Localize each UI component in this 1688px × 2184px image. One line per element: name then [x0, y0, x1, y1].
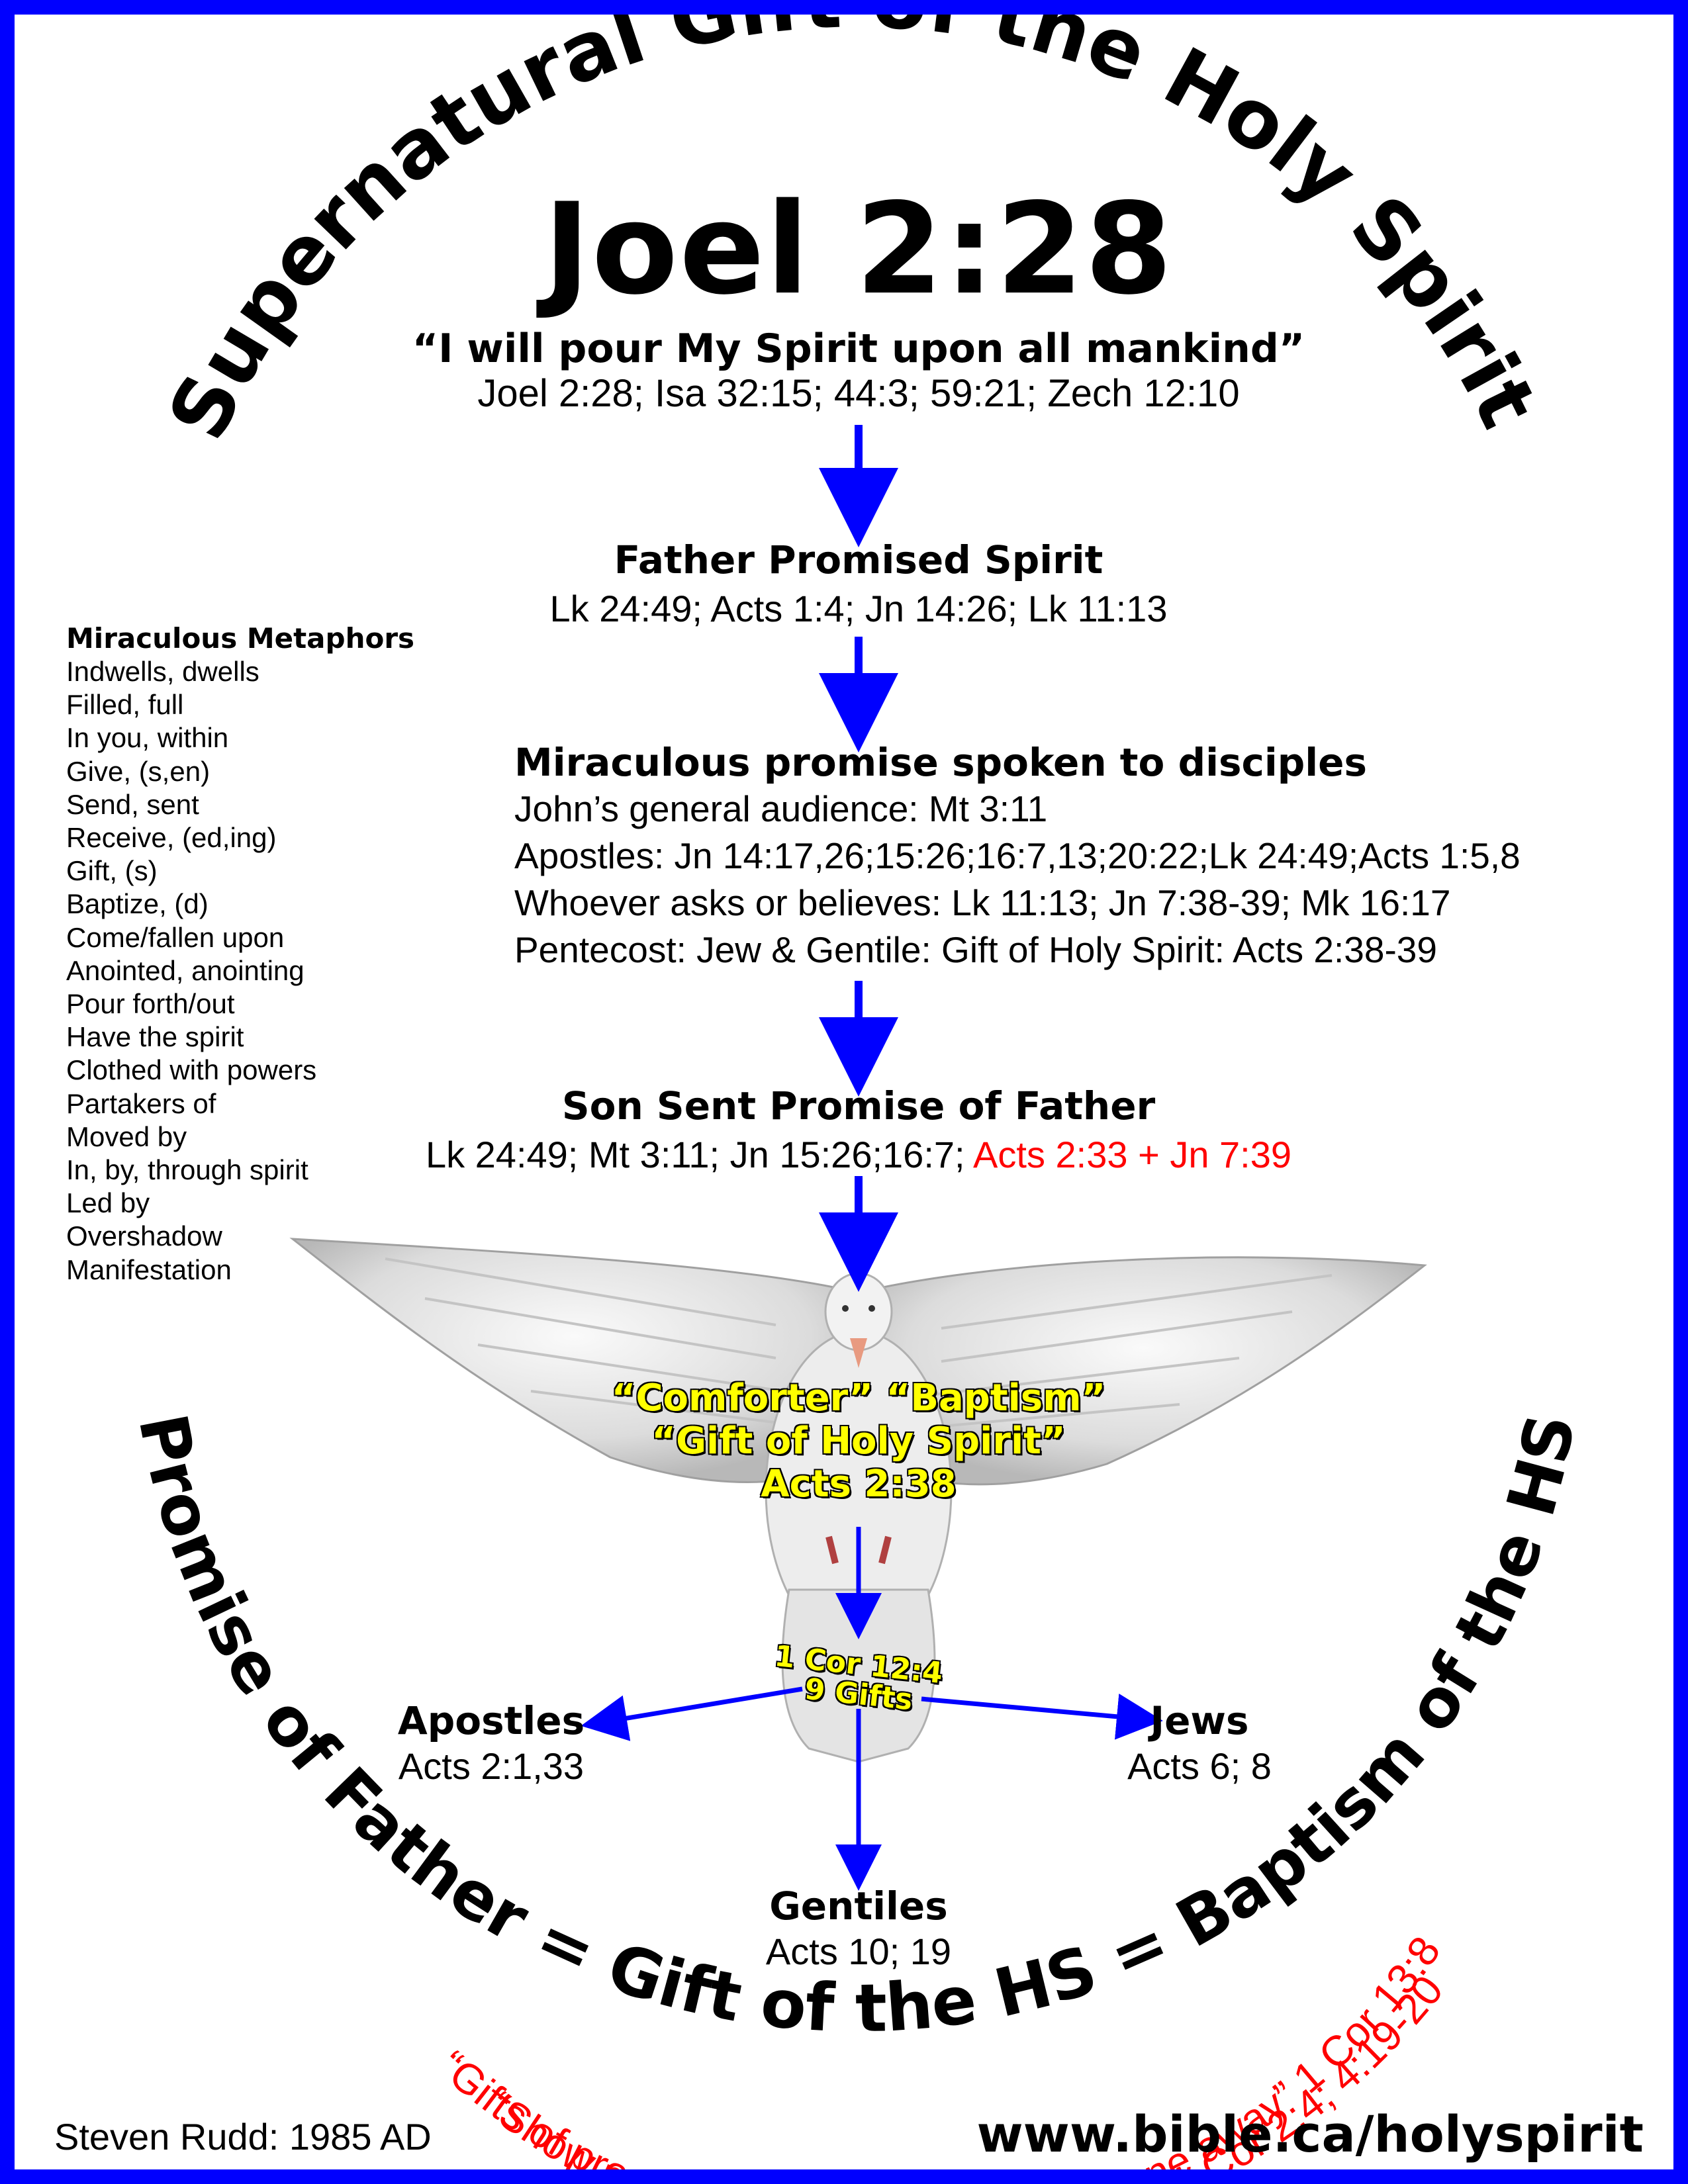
- son-sent-references: Lk 24:49; Mt 3:11; Jn 15:26;16:7; Acts 2…: [15, 1133, 1673, 1177]
- metaphor-item: Baptize, (d): [66, 888, 209, 920]
- miraculous-line: John’s general audience: Mt 3:11: [514, 788, 1048, 829]
- son-refs-black: Lk 24:49; Mt 3:11; Jn 15:26;16:7;: [425, 1134, 974, 1175]
- dove-beak: [850, 1338, 867, 1368]
- gentiles-reference: Acts 10; 19: [765, 1931, 952, 1972]
- gentiles-heading: Gentiles: [769, 1884, 948, 1929]
- son-refs-red: Acts 2:33 + Jn 7:39: [973, 1134, 1292, 1175]
- metaphor-item: Gift, (s): [66, 855, 158, 887]
- dove-tail: [781, 1588, 936, 1763]
- website-url: www.bible.ca/holyspirit: [976, 2105, 1644, 2163]
- diagram-art: Supernatural Gift of the Holy Spirit Pro…: [124, 15, 1591, 2169]
- metaphor-item: Led by: [66, 1187, 150, 1219]
- quote-references: Joel 2:28; Isa 32:15; 44:3; 59:21; Zech …: [477, 372, 1240, 415]
- dove-feet: [825, 1535, 892, 1565]
- metaphor-item: Filled, full: [66, 689, 184, 721]
- metaphor-item: Indwells, dwells: [66, 656, 259, 687]
- metaphor-item: Partakers of: [66, 1087, 216, 1119]
- metaphor-item: Give, (s,en): [66, 755, 211, 787]
- miraculous-line: Pentecost: Jew & Gentile: Gift of Holy S…: [514, 929, 1437, 970]
- metaphor-item: Overshadow: [66, 1220, 222, 1252]
- dove-label-comforter-baptism: “Comforter” “Baptism”: [610, 1377, 1107, 1420]
- miraculous-line: Apostles: Jn 14:17,26;15:26;16:7,13;20:2…: [514, 835, 1521, 876]
- metaphor-item: Manifestation: [66, 1253, 232, 1285]
- dove-label-acts-2-38: Acts 2:38: [760, 1463, 957, 1506]
- arrow-gifts-to-apostles: [581, 1686, 803, 1741]
- metaphor-item: Clothed with powers: [66, 1054, 317, 1086]
- father-promised-references: Lk 24:49; Acts 1:4; Jn 14:26; Lk 11:13: [549, 588, 1168, 629]
- jews-reference: Acts 6; 8: [1127, 1745, 1272, 1787]
- scripture-quote: “I will pour My Spirit upon all mankind”: [412, 326, 1305, 372]
- author-credit: Steven Rudd: 1985 AD: [54, 2116, 432, 2158]
- metaphor-item: Anointed, anointing: [66, 954, 305, 986]
- metaphors-list: Miraculous Metaphors Indwells, dwells Fi…: [66, 622, 414, 1287]
- miraculous-line: Whoever asks or believes: Lk 11:13; Jn 7…: [514, 882, 1451, 923]
- miraculous-promise-heading: Miraculous promise spoken to disciples: [514, 740, 1368, 785]
- apostles-heading: Apostles: [397, 1698, 585, 1743]
- metaphor-item: In, by, through spirit: [66, 1154, 308, 1186]
- metaphors-heading: Miraculous Metaphors: [66, 622, 415, 655]
- apostles-reference: Acts 2:1,33: [398, 1745, 585, 1787]
- metaphor-item: In you, within: [66, 722, 229, 754]
- metaphor-item: Send, sent: [66, 788, 199, 820]
- jews-heading: Jews: [1150, 1698, 1249, 1743]
- miraculous-promise-section: Miraculous promise spoken to disciples J…: [514, 739, 1521, 974]
- metaphor-item: Receive, (ed,ing): [66, 822, 277, 854]
- gift-arrows: [581, 1527, 1163, 1891]
- father-promised-heading: Father Promised Spirit: [614, 537, 1103, 582]
- son-sent-heading: Son Sent Promise of Father: [561, 1083, 1156, 1128]
- dove-illustration: [289, 1238, 1427, 1763]
- page-title: Joel 2:28: [543, 176, 1174, 322]
- metaphor-item: Have the spirit: [66, 1021, 244, 1053]
- metaphor-item: Come/fallen upon: [66, 921, 285, 953]
- dove-label-gift-of-holy-spirit: “Gift of Holy Spirit”: [651, 1420, 1066, 1463]
- arrow-gifts-to-jews: [921, 1693, 1163, 1740]
- metaphor-item: Moved by: [66, 1120, 187, 1152]
- metaphor-item: Pour forth/out: [66, 988, 235, 1020]
